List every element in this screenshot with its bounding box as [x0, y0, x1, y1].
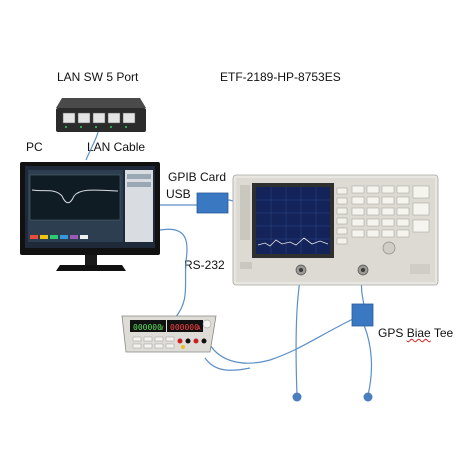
- psu-right-unit: A: [197, 325, 201, 332]
- analyzer-softkeys: [336, 187, 348, 245]
- analyzer-port-2: [357, 264, 369, 276]
- psu-terminal-yellow: [181, 345, 185, 349]
- gps-bias-tee-prefix: GPS: [378, 326, 407, 340]
- rs232-cable: [159, 228, 188, 319]
- lan-cable: [85, 131, 99, 161]
- lan-cable-label: LAN Cable: [87, 140, 146, 154]
- gps-bias-tee-box: [351, 303, 374, 327]
- analyzer-port-1: [295, 264, 307, 276]
- gpib-card-label: GPIB Card: [168, 170, 227, 184]
- screen-colour-bar: [30, 235, 88, 239]
- psu-terminal-red-1: [177, 338, 183, 344]
- rs232-label: RS-232: [184, 258, 225, 272]
- probe-1: [292, 392, 302, 402]
- port1-cable: [295, 274, 302, 396]
- psu-buttons: [132, 336, 175, 349]
- psu-right-readout: 000000: [170, 323, 199, 332]
- network-analyzer: [232, 174, 439, 286]
- psu-left-display: [130, 320, 166, 332]
- psu-lower-lead: [204, 357, 251, 371]
- device-title: ETF-2189-HP-8753ES: [220, 70, 341, 84]
- gps-bias-tee-misspelled-word: Biae: [406, 326, 431, 340]
- lan-switch-label: LAN SW 5 Port: [57, 70, 139, 84]
- usb-label: USB: [166, 187, 191, 201]
- analyzer-keypad: [351, 185, 430, 238]
- tee-output-cable: [363, 324, 373, 396]
- switch-leds: [65, 126, 127, 128]
- psu-terminal-black-2: [201, 338, 207, 344]
- psu-terminal-red-2: [193, 338, 199, 344]
- gpib-adapter: [196, 192, 229, 214]
- power-supply: 000000 V 000000 A: [121, 315, 217, 353]
- pc-monitor: [20, 162, 160, 271]
- analyzer-screen: [256, 187, 330, 254]
- lan-switch: [56, 98, 146, 132]
- psu-to-tee-cable: [209, 317, 356, 364]
- analyzer-trace: [257, 237, 329, 247]
- psu-knob: [202, 319, 212, 329]
- probe-2: [363, 392, 373, 402]
- psu-right-display: [167, 320, 203, 332]
- psu-left-readout: 000000: [133, 323, 162, 332]
- psu-terminal-black-1: [185, 338, 191, 344]
- psu-left-unit: V: [160, 325, 164, 332]
- switch-ports: [62, 112, 136, 124]
- analyzer-knob: [382, 241, 396, 255]
- gps-bias-tee-suffix: Tee: [430, 326, 454, 340]
- pc-label: PC: [26, 140, 43, 154]
- gps-bias-tee-label: GPS Biae Tee: [378, 326, 453, 340]
